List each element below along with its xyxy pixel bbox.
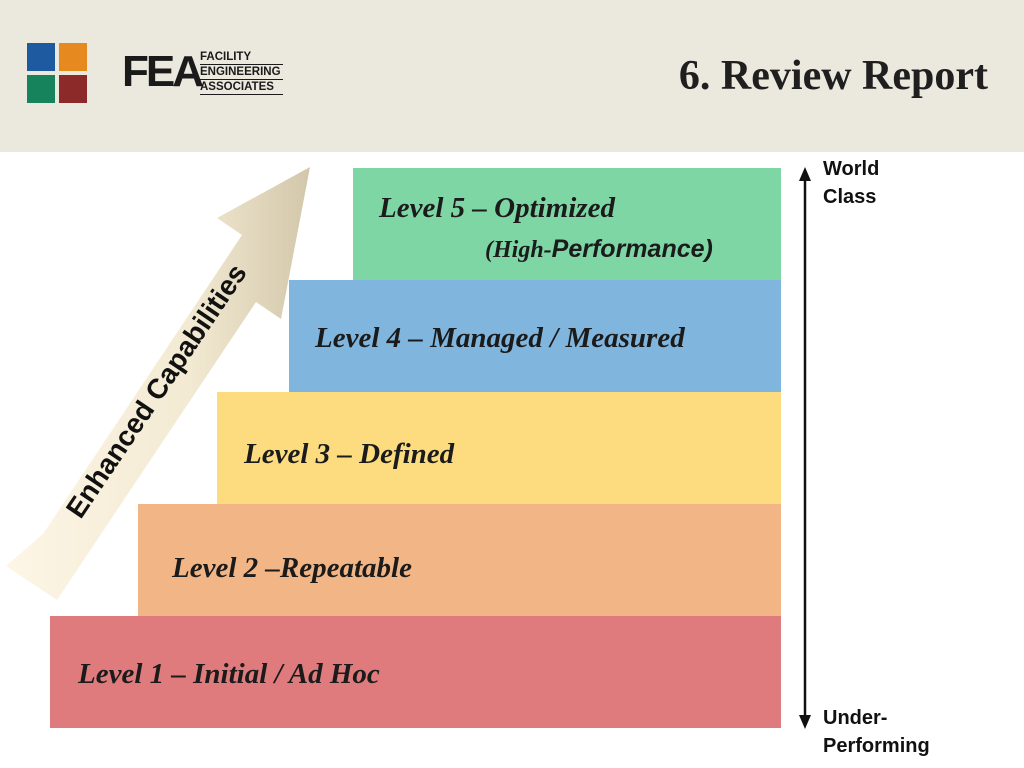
- slide-title: 6. Review Report: [678, 53, 988, 99]
- logo-line-1: FACILITY: [200, 50, 283, 65]
- under-performing-label: Under- Performing: [823, 704, 930, 760]
- logo-line-3: ASSOCIATES: [200, 80, 283, 95]
- scale-arrow-up-icon: [799, 167, 811, 181]
- level-1-label: Level 1 – Initial / Ad Hoc: [78, 658, 380, 690]
- level-5-label: Level 5 – Optimized: [379, 192, 615, 224]
- fea-logo: FEA FACILITY ENGINEERING ASSOCIATES: [26, 42, 283, 104]
- level-2-step: Level 2 –Repeatable: [138, 504, 781, 616]
- level-2-label: Level 2 –Repeatable: [172, 552, 412, 584]
- header-banner: [0, 0, 1024, 152]
- enhanced-capabilities-arrow: [6, 167, 310, 600]
- level-4-step: Level 4 – Managed / Measured: [289, 280, 781, 392]
- world-class-label: World Class: [823, 155, 879, 211]
- under-performing-line-2: Performing: [823, 735, 930, 757]
- logo-line-2: ENGINEERING: [200, 66, 283, 80]
- scale-arrow: [799, 167, 811, 729]
- enhanced-capabilities-label: Enhanced Capabilities: [60, 258, 253, 523]
- level-5-sublabel: (High-Performance): [485, 232, 713, 265]
- world-class-line-1: World: [823, 158, 880, 180]
- logo-square-blue: [27, 43, 55, 71]
- logo-square-red: [59, 75, 87, 103]
- logo-square-orange: [59, 43, 87, 71]
- under-performing-line-1: Under-: [823, 707, 888, 729]
- logo-square-green: [27, 75, 55, 103]
- level-1-step: Level 1 – Initial / Ad Hoc: [50, 616, 781, 728]
- level-3-label: Level 3 – Defined: [244, 438, 455, 470]
- level-3-step: Level 3 – Defined: [217, 392, 781, 504]
- world-class-line-2: Class: [823, 186, 877, 208]
- logo-abbreviation: FEA: [122, 47, 204, 96]
- scale-arrow-down-icon: [799, 715, 811, 729]
- level-5-sublabel-b: Performance): [551, 235, 713, 263]
- level-5-step: Level 5 – Optimized (High-Performance): [353, 168, 781, 280]
- logo-company-name: FACILITY ENGINEERING ASSOCIATES: [200, 50, 283, 95]
- level-4-label: Level 4 – Managed / Measured: [315, 322, 685, 354]
- level-5-sublabel-a: (High-: [485, 237, 552, 263]
